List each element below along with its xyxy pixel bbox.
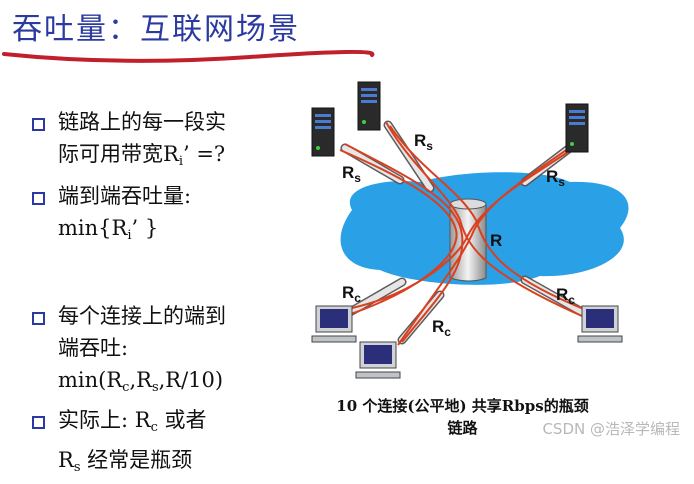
bullet-item: 实际上: Rc 或者 Rs 经常是瓶颈 (32, 404, 302, 484)
computer-icon (311, 305, 357, 343)
bullet-list: 链路上的每一段实 际可用带宽Ri’ =? 端到端吞吐量: min{Ri’ } 每… (32, 106, 302, 484)
rs-label: Rs (546, 167, 565, 189)
rc-label: Rc (432, 317, 451, 339)
bullet-item: 端到端吞吐量: min{Ri’ } (32, 180, 302, 252)
computer-icon (577, 305, 623, 343)
diagram-caption: 10 个连接(公平地) 共享Rbps的瓶颈 链路 (336, 397, 589, 437)
server-icon (565, 103, 589, 153)
bullet-box-icon (32, 312, 45, 325)
rs-label: Rs (342, 163, 361, 185)
rc-label: Rc (342, 283, 361, 305)
bullet-item: 每个连接上的端到 端吞吐: min(Rc,Rs,R/10) (32, 300, 302, 404)
computer-icon (355, 341, 401, 379)
bottleneck-r-label: R (490, 231, 502, 250)
title-underline (2, 49, 375, 63)
network-diagram: Rs Rs Rs R Rc Rc Rc (311, 81, 629, 379)
bullet-box-icon (32, 192, 45, 205)
bullet-box-icon (32, 118, 45, 131)
server-icon (311, 107, 335, 157)
rc-label: Rc (556, 285, 575, 307)
bullet-item: 链路上的每一段实 际可用带宽Ri’ =? (32, 106, 302, 178)
rs-label: Rs (414, 131, 433, 153)
slide-title: 吞吐量：互联网场景 (12, 12, 300, 47)
watermark: CSDN @浩泽学编程 (542, 420, 680, 438)
bullet-box-icon (32, 416, 45, 429)
server-icon (357, 81, 381, 131)
connection-paths (339, 121, 587, 346)
